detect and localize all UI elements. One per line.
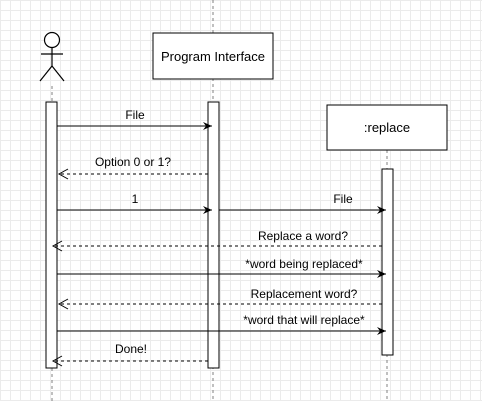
message-file-to-replace[interactable]: File [219,192,386,214]
stick-figure-actor-icon [39,31,65,82]
message-replacement-word[interactable]: Replacement word? [57,287,382,310]
message-label: File [333,192,353,206]
message-label: Option 0 or 1? [95,155,171,169]
program-interface-label: Program Interface [161,49,265,64]
message-label: Replace a word? [258,229,348,243]
message-replace-a-word[interactable]: Replace a word? [51,229,382,252]
program-interface-box[interactable]: Program Interface [152,32,274,80]
program-interface-activation-bar [207,101,220,369]
message-choice-1[interactable]: 1 [57,192,212,214]
message-label: Replacement word? [251,287,358,301]
replace-box[interactable]: :replace [326,104,448,151]
message-word-that-will-replace[interactable]: *word that will replace* [57,313,386,335]
actor-activation-bar [45,101,58,369]
replace-activation-bar [381,168,394,356]
message-word-being-replaced[interactable]: *word being replaced* [57,257,386,278]
message-label: *word that will replace* [243,313,365,327]
message-option-reply[interactable]: Option 0 or 1? [57,155,208,180]
message-label: File [125,108,145,122]
message-label: Done! [115,342,147,356]
message-label: 1 [132,192,139,206]
message-file-to-interface[interactable]: File [57,108,212,130]
message-label: *word being replaced* [245,257,363,271]
replace-label: :replace [364,120,410,135]
message-done[interactable]: Done! [51,342,208,367]
